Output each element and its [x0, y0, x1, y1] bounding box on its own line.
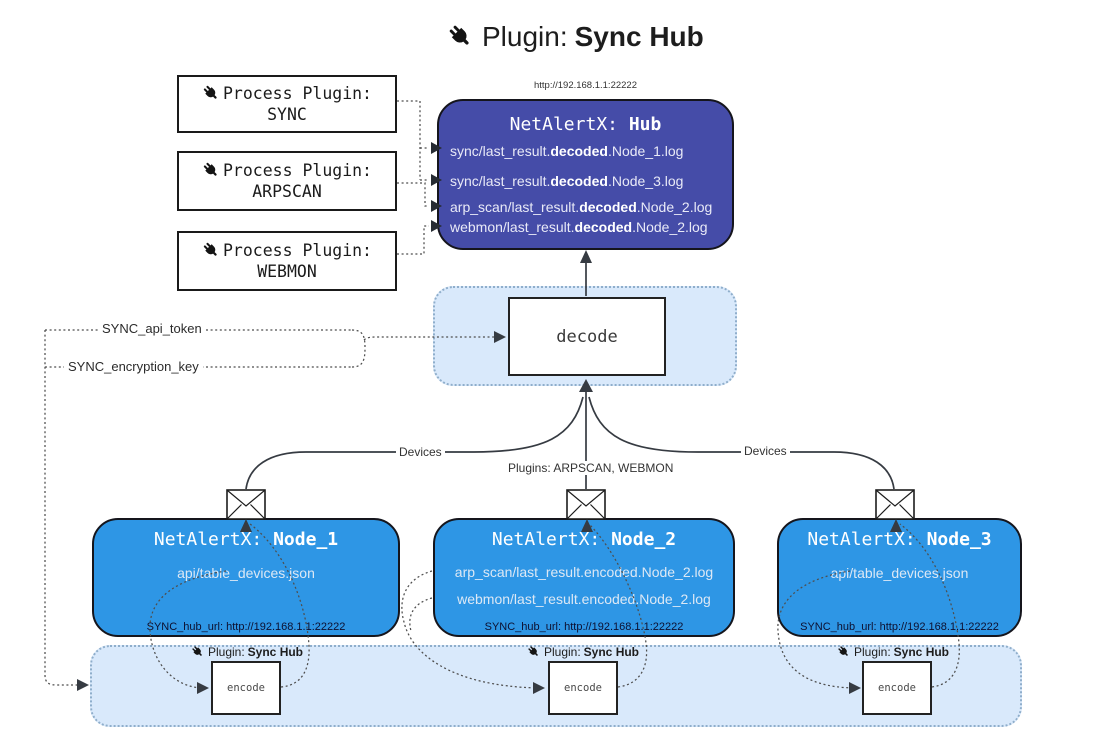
hub-title-prefix: NetAlertX: — [509, 114, 629, 135]
node-box-node1: NetAlertX: Node_1 api/table_devices.json… — [92, 518, 400, 637]
node-title: NetAlertX: Node_2 — [491, 529, 677, 550]
process-plugin-name: WEBMON — [257, 262, 317, 281]
encode-box: encode — [548, 661, 618, 715]
plug-icon — [202, 84, 221, 103]
hub-url: http://192.168.1.1:22222 — [533, 80, 637, 91]
hub-log-line: sync/last_result.decoded.Node_1.log — [450, 143, 684, 159]
node-hub-url: SYNC_hub_url: http://192.168.1.1:22222 — [484, 621, 684, 633]
process-plugin-label: Process Plugin: — [222, 84, 372, 103]
page-title-prefix: Plugin: — [482, 21, 568, 52]
hub-box: NetAlertX: Hub sync/last_result.decoded.… — [437, 99, 734, 250]
decode-box: decode — [508, 297, 666, 376]
page-title-name: Sync Hub — [574, 21, 704, 52]
envelope-icon — [875, 489, 915, 520]
edge-label-devices-left: Devices — [396, 445, 445, 459]
encode-box: encode — [862, 661, 932, 715]
process-plugin-box-sync: Process Plugin: SYNC — [177, 75, 397, 133]
encode-section-label: Plugin: Sync Hub — [177, 645, 317, 659]
node-file: webmon/last_result.encoded.Node_2.log — [457, 591, 711, 607]
process-plugin-name: SYNC — [267, 105, 307, 124]
encode-section-label: Plugin: Sync Hub — [823, 645, 963, 659]
hub-title-name: Hub — [628, 114, 662, 135]
page-title: Plugin: Sync Hub — [447, 20, 704, 54]
process-plugin-label: Process Plugin: — [222, 241, 372, 260]
sync-encryption-key-label: SYNC_encryption_key — [64, 359, 203, 374]
node-title: NetAlertX: Node_3 — [807, 529, 992, 550]
node-file: arp_scan/last_result.encoded.Node_2.log — [454, 564, 714, 580]
edge-label-devices-right: Devices — [741, 444, 790, 458]
hub-log-line: sync/last_result.decoded.Node_3.log — [450, 173, 684, 189]
encode-section-label: Plugin: Sync Hub — [513, 645, 653, 659]
plug-icon — [527, 645, 541, 659]
process-plugin-name: ARPSCAN — [252, 182, 322, 201]
plug-icon — [447, 23, 475, 51]
node-title: NetAlertX: Node_1 — [153, 529, 339, 550]
plug-icon — [202, 161, 221, 180]
process-plugin-box-arpscan: Process Plugin: ARPSCAN — [177, 151, 397, 211]
plug-icon — [837, 645, 851, 659]
edge-label-plugins: Plugins: ARPSCAN, WEBMON — [505, 461, 677, 475]
node-box-node2: NetAlertX: Node_2 arp_scan/last_result.e… — [433, 518, 735, 637]
sync-api-token-label: SYNC_api_token — [98, 321, 206, 336]
node-file: api/table_devices.json — [830, 565, 969, 581]
plug-icon — [191, 645, 205, 659]
process-plugin-box-webmon: Process Plugin: WEBMON — [177, 231, 397, 291]
process-plugin-label: Process Plugin: — [222, 161, 372, 180]
node-hub-url: SYNC_hub_url: http://192.168.1.1:22222 — [146, 621, 346, 633]
plug-icon — [202, 241, 221, 260]
node-hub-url: SYNC_hub_url: http://192.168.1.1:22222 — [800, 621, 999, 633]
hub-log-line: arp_scan/last_result.decoded.Node_2.log — [450, 199, 713, 215]
node-file: api/table_devices.json — [177, 565, 315, 581]
node-box-node3: NetAlertX: Node_3 api/table_devices.json… — [777, 518, 1022, 637]
hub-log-line: webmon/last_result.decoded.Node_2.log — [450, 219, 708, 235]
envelope-icon — [566, 489, 606, 520]
encode-box: encode — [211, 661, 281, 715]
envelope-icon — [226, 489, 266, 520]
hub-title: NetAlertX: Hub — [439, 114, 732, 135]
